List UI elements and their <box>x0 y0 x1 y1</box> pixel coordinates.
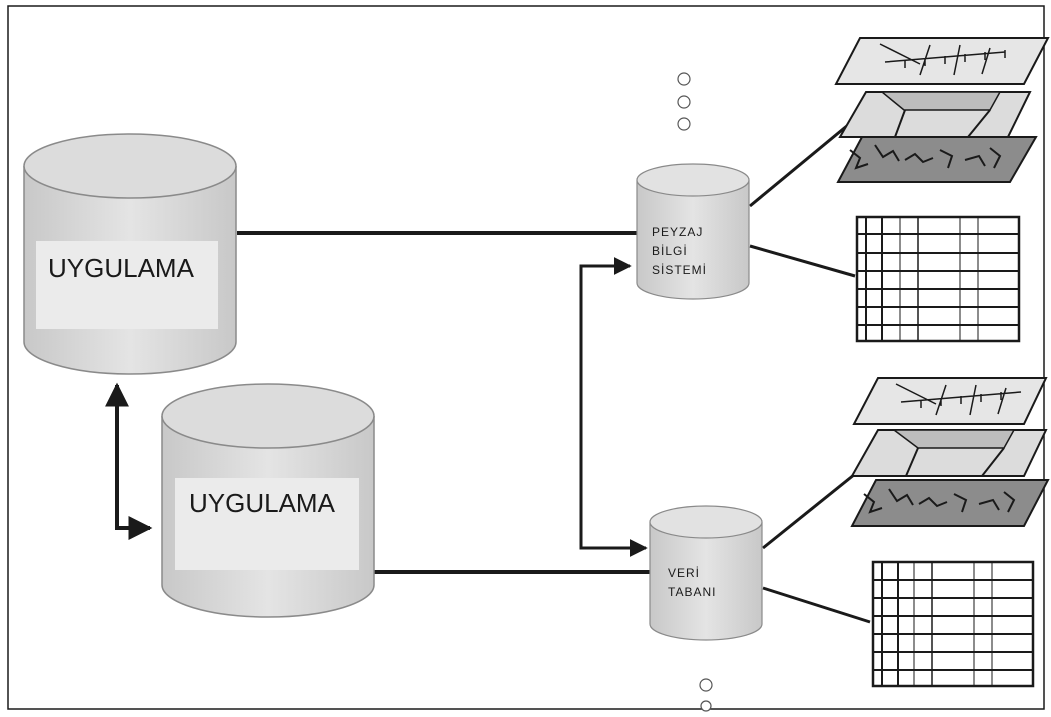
line-peyzaj-to-map <box>749 123 849 208</box>
ellipsis-dots-icon <box>699 678 713 712</box>
peyzaj-label-line-1: PEYZAJ <box>652 225 703 239</box>
app-bottom-label: UYGULAMA <box>189 488 336 518</box>
map-layers-icon <box>850 377 1050 527</box>
peyzaj-label-line-2: BİLGİ <box>652 244 688 258</box>
arrow-app-top-app-bottom <box>105 382 153 540</box>
diagram-frame <box>7 5 1045 710</box>
connections <box>105 123 871 624</box>
app-top-label-box <box>36 241 218 329</box>
database-cylinder-icon: VERİ TABANI <box>649 505 763 641</box>
app-bottom-label-box <box>175 478 359 570</box>
map-layers-icon <box>834 37 1050 183</box>
arrow-peyzaj-veri <box>579 257 648 557</box>
ellipsis-dots-icon <box>677 72 691 131</box>
database-cylinder-icon: UYGULAMA <box>161 383 375 618</box>
veri-label-line-2: TABANI <box>668 585 716 599</box>
line-veri-to-table <box>762 586 871 624</box>
database-cylinder-icon: PEYZAJ BİLGİ SİSTEMİ <box>636 163 750 300</box>
line-veri-to-map <box>762 468 861 550</box>
table-grid-icon <box>871 560 1035 688</box>
veri-label-line-1: VERİ <box>668 566 700 580</box>
peyzaj-label-line-3: SİSTEMİ <box>652 263 707 277</box>
line-peyzaj-to-table <box>749 244 856 278</box>
app-top-label: UYGULAMA <box>48 253 195 283</box>
database-cylinder-icon: UYGULAMA <box>23 133 237 375</box>
table-grid-icon <box>855 215 1021 343</box>
